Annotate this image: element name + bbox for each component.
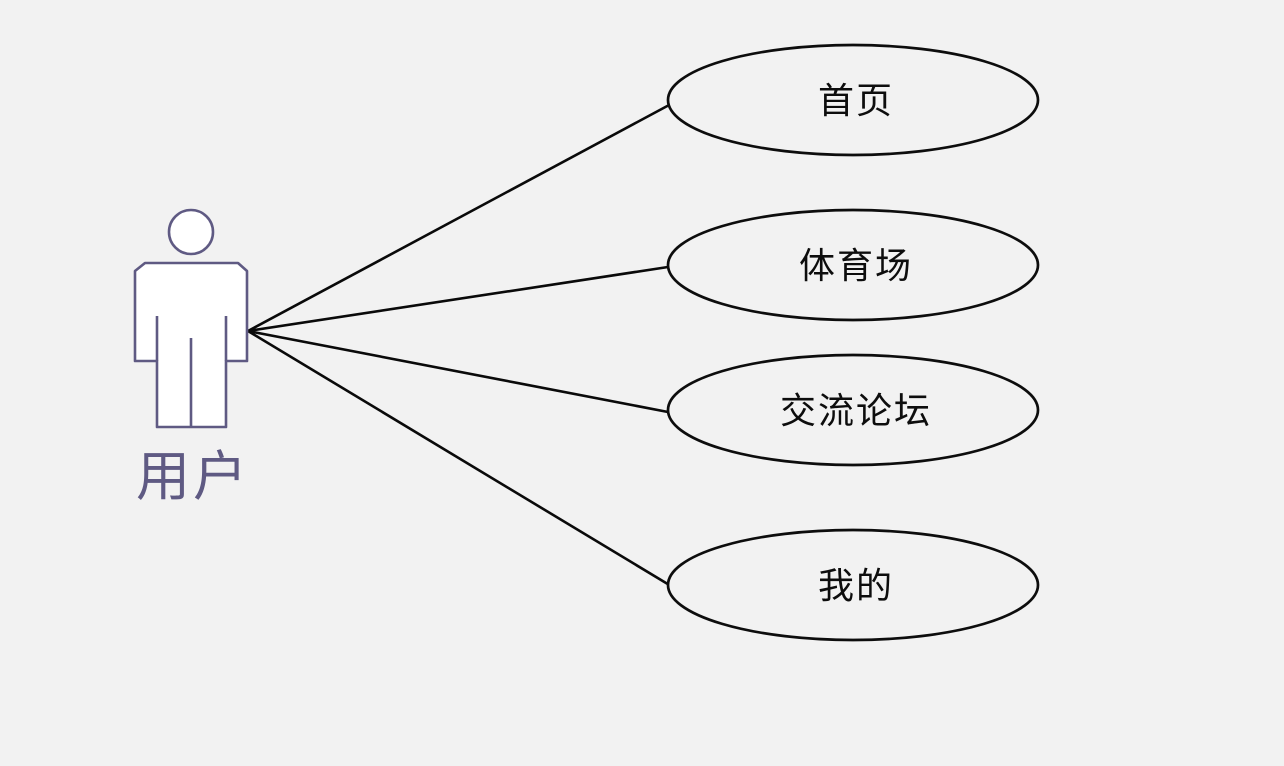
use-case-mine: 我的 [666, 528, 1040, 642]
use-case-home-ellipse [666, 43, 1040, 157]
use-case-home: 首页 [666, 43, 1040, 157]
use-case-forum-ellipse [666, 353, 1040, 467]
use-case-stadium: 体育场 [666, 208, 1040, 322]
actor-user: 用户 [133, 208, 250, 507]
actor-label: 用户 [136, 447, 250, 507]
use-case-forum: 交流论坛 [666, 353, 1040, 467]
use-case-mine-ellipse [666, 528, 1040, 642]
connector-actor-forum [247, 329, 669, 414]
connector-actor-mine [247, 329, 672, 588]
connector-actor-home [247, 102, 672, 333]
use-case-stadium-ellipse [666, 208, 1040, 322]
use-case-stadium-label: 体育场 [799, 246, 913, 286]
connector-actor-stadium [247, 265, 669, 333]
use-case-mine-label: 我的 [818, 566, 894, 606]
use-case-home-label: 首页 [818, 81, 894, 121]
use-case-forum-label: 交流论坛 [780, 391, 932, 431]
actor-head [167, 208, 215, 256]
connectors [247, 102, 672, 588]
